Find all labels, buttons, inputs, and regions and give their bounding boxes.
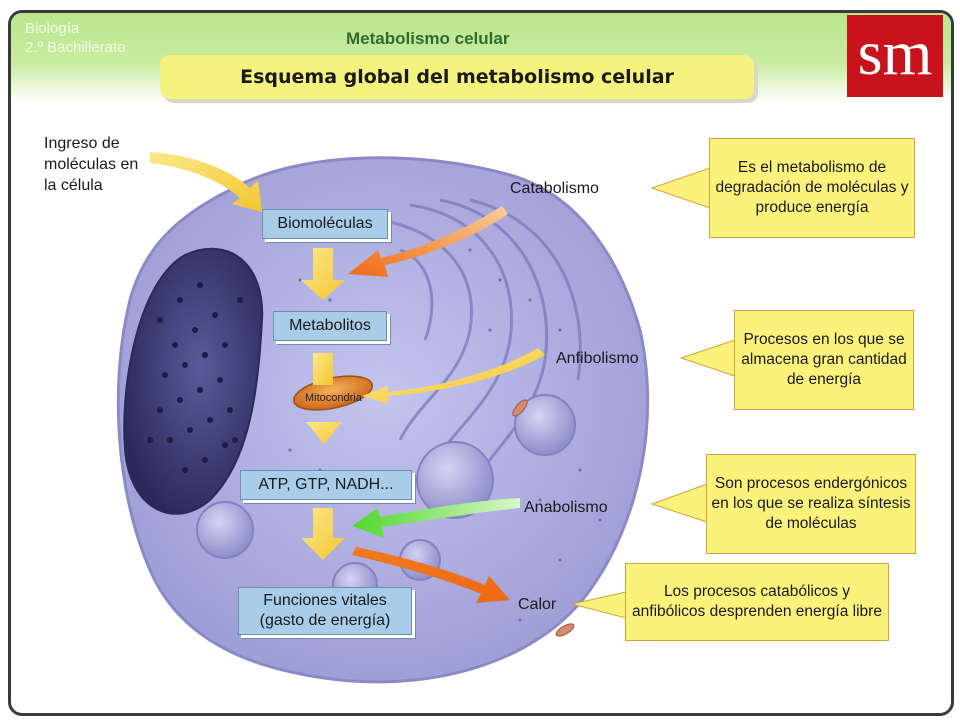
calor-label: Calor [518,596,557,613]
flow-arrow-3 [306,422,342,444]
anfibolismo-arrow [362,348,545,404]
mitochondria-label: Mitocondria [305,392,362,404]
flow-arrow-2 [313,353,333,385]
nucleus [123,247,264,515]
callout-pointers [571,167,736,619]
funciones-vitales-box: Funciones vitales (gasto de energía) [238,587,412,635]
flow-arrows [301,248,345,560]
flow-arrow-1 [301,248,345,300]
slide-title-banner: Esquema global del metabolismo celular [160,55,754,99]
header-title: Metabolismo celular [346,29,510,48]
sm-logo: sm [847,15,943,97]
funciones-vitales-line-2: (gasto de energía) [259,612,391,629]
anfibolismo-label: Anfibolismo [556,350,639,367]
atp-box: ATP, GTP, NADH... [240,470,412,500]
anabolismo-label: Anabolismo [524,499,608,516]
callout-pointer-catabolismo [650,167,711,209]
logo-text: sm [857,17,933,88]
anabolismo-arrow [352,498,520,538]
note-anfibolismo: Procesos en los que se almacena gran can… [734,310,914,410]
callout-pointer-anabolismo [650,483,708,523]
flow-arrow-4 [301,508,345,560]
funciones-vitales-line-1: Funciones vitales [263,592,387,609]
slide-title: Esquema global del metabolismo celular [240,66,674,88]
subject-name: Biología [25,20,80,37]
note-calor: Los procesos catabólicos y anfibólicos d… [625,563,889,641]
note-anabolismo: Son procesos endergónicos en los que se … [706,454,916,554]
metabolitos-box: Metabolitos [273,311,387,341]
note-catabolismo: Es el metabolismo de degradación de molé… [709,138,915,238]
intake-label: Ingreso de moléculas en la célula [44,133,138,196]
intake-label-line-1: Ingreso de [44,135,120,152]
subject-label: Biología 2.º Bachillerato [25,19,126,57]
catabolismo-arrow [348,206,508,277]
callout-pointer-anfibolismo [679,339,736,377]
intake-label-line-3: la célula [44,177,103,194]
calor-arrow [352,547,510,603]
intake-arrow [150,152,262,212]
biomoleculas-box: Biomoléculas [262,209,388,239]
intake-label-line-2: moléculas en [44,156,139,173]
small-mitochondria [512,399,575,637]
catabolismo-label: Catabolismo [510,180,599,197]
course-name: 2.º Bachillerato [25,39,126,56]
nuclear-pores [147,282,243,473]
